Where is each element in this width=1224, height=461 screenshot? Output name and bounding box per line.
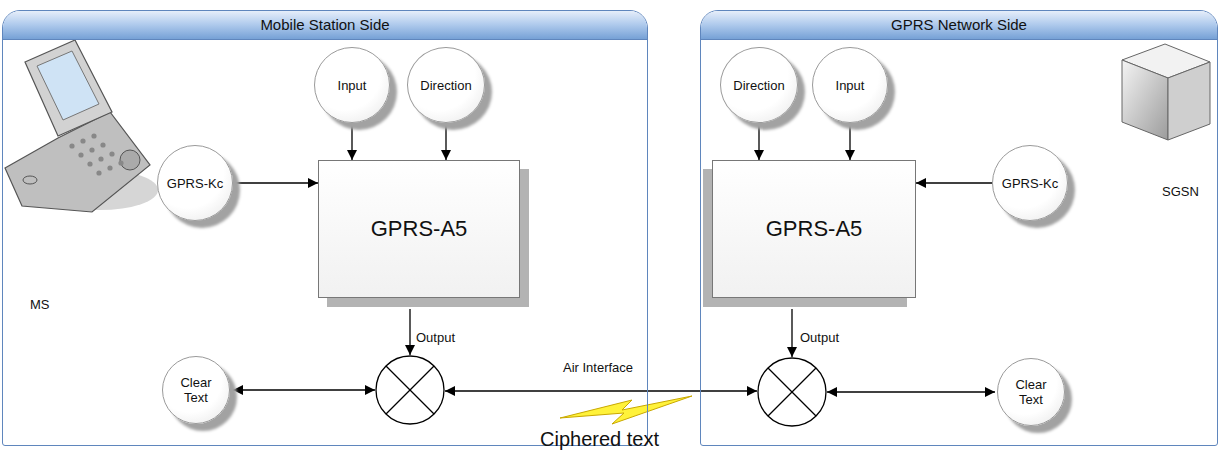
output-arrow	[409, 309, 410, 355]
data-arrow	[233, 389, 375, 390]
phone-hinge	[120, 150, 140, 170]
panel-heading: Mobile Station Side	[3, 11, 647, 40]
parameter-circle: Input	[812, 47, 888, 123]
parameter-circle: Clear Text	[162, 356, 230, 424]
input-arrow	[351, 123, 352, 160]
output-label: Output	[416, 330, 455, 345]
phone-screen	[37, 51, 99, 120]
panel-heading: GPRS Network Side	[701, 11, 1217, 40]
keypad-key	[98, 156, 103, 161]
node-label: Direction	[420, 78, 471, 93]
output-arrow	[791, 309, 792, 357]
node-label: GPRS-A5	[371, 216, 468, 242]
xor-cross	[768, 368, 816, 416]
keypad-key	[69, 143, 74, 148]
input-arrow	[849, 123, 850, 160]
xor-cross	[386, 366, 434, 414]
keypad-key	[109, 151, 114, 156]
data-arrow	[827, 391, 995, 392]
xor-circle	[376, 356, 444, 424]
cipher-algorithm-box: GPRS-A5	[712, 160, 916, 298]
xor-cross	[768, 368, 816, 416]
input-arrow	[758, 123, 759, 160]
server-front	[1122, 60, 1168, 140]
phone-keypad	[69, 133, 123, 175]
keypad-key	[87, 161, 92, 166]
device-label: MS	[30, 297, 50, 312]
node-label: Clear Text	[1005, 377, 1057, 407]
parameter-circle: GPRS-Kc	[992, 145, 1068, 221]
cipher-algorithm-box: GPRS-A5	[318, 160, 520, 298]
side-panel: Mobile Station SideInput DirectionGPRS-Kc…	[2, 10, 648, 446]
interface-label: Air Interface	[563, 360, 633, 375]
link-label: Ciphered text	[540, 428, 659, 451]
keypad-key	[96, 170, 101, 175]
lightning-bolt	[560, 396, 692, 424]
input-arrow	[916, 182, 992, 183]
side-panel: GPRS Network SideDirection InputGPRS-A5 GP…	[700, 10, 1218, 446]
parameter-circle: Clear Text	[997, 358, 1065, 426]
keypad-key	[100, 142, 105, 147]
phone-mic	[23, 176, 37, 184]
keypad-key	[89, 147, 94, 152]
server-side	[1168, 62, 1210, 140]
xor-symbol	[376, 356, 444, 424]
node-label: GPRS-Kc	[167, 176, 223, 191]
node-label: Direction	[733, 78, 784, 93]
node-label: GPRS-Kc	[1002, 176, 1058, 191]
keypad-key	[107, 165, 112, 170]
xor-circle	[758, 358, 826, 426]
parameter-circle: Direction	[720, 47, 798, 123]
phone-illustration	[5, 40, 158, 212]
node-label: GPRS-A5	[766, 216, 863, 242]
input-arrow	[445, 123, 446, 160]
parameter-circle: Direction	[407, 47, 485, 123]
device-label: SGSN	[1162, 184, 1199, 199]
node-label: Input	[338, 78, 367, 93]
keypad-key	[91, 133, 96, 138]
input-arrow	[233, 182, 318, 183]
xor-cross	[386, 366, 434, 414]
keypad-key	[118, 160, 123, 165]
phone-lid	[25, 40, 112, 136]
node-label: Input	[836, 78, 865, 93]
parameter-circle: Input	[314, 47, 390, 123]
sgsn-illustration	[1122, 44, 1210, 140]
node-label: Clear Text	[170, 375, 222, 405]
keypad-key	[80, 138, 85, 143]
keypad-key	[78, 152, 83, 157]
xor-symbol	[758, 358, 826, 426]
output-label: Output	[800, 330, 839, 345]
parameter-circle: GPRS-Kc	[157, 145, 233, 221]
cipher-arrow	[445, 390, 757, 391]
